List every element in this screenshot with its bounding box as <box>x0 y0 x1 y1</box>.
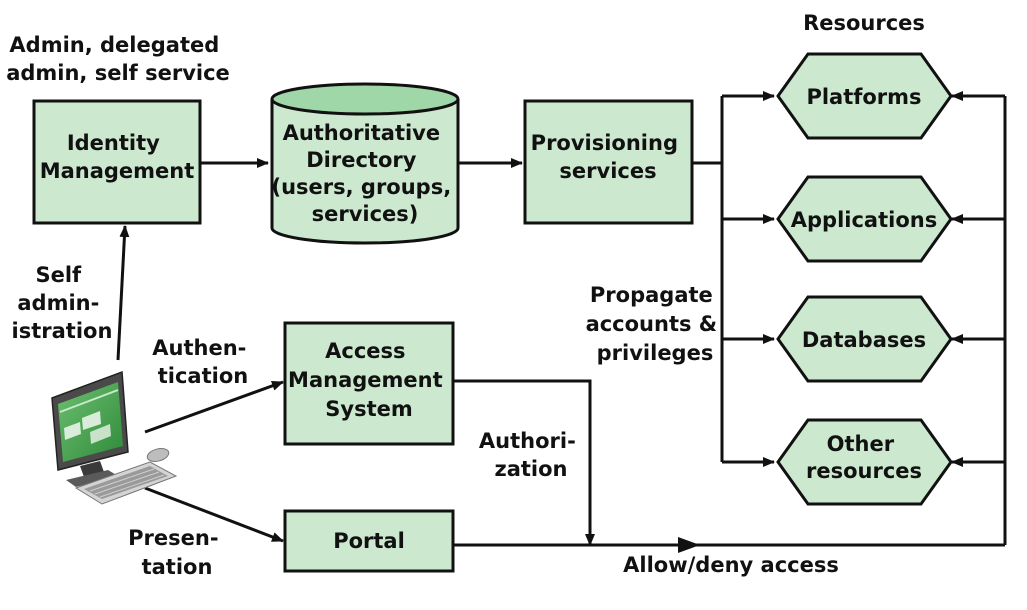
desktop-computer-icon <box>51 370 178 505</box>
node-access-management-line: Management <box>288 368 443 392</box>
node-identity-management: Identity Management <box>32 99 202 225</box>
edge-authorization <box>453 379 595 546</box>
authentication-label: Authen- tication <box>152 336 253 388</box>
svg-text:Databases: Databases <box>802 328 926 352</box>
allow-deny-label: Allow/deny access <box>623 553 839 577</box>
svg-text:Other resources: Other resources <box>806 432 922 483</box>
node-applications: Applications <box>776 175 953 263</box>
edge-computer-to-access-management <box>144 380 284 434</box>
resources-heading-text: Resources <box>803 11 925 35</box>
authorization-label: Authori- zation <box>479 429 583 481</box>
self-administration-label: Self admin- istration <box>12 263 113 343</box>
node-identity-management-line: Management <box>40 159 195 183</box>
edge-computer-to-portal <box>144 486 284 543</box>
admin-note-line: Admin, delegated <box>9 33 219 57</box>
authentication-line: Authen- <box>152 336 246 360</box>
authorization-line: zation <box>494 457 567 481</box>
authorization-line: Authori- <box>479 429 576 453</box>
node-other-resources-line: resources <box>806 459 922 483</box>
node-databases: Databases <box>776 295 953 383</box>
self-administration-line: Self <box>35 263 82 287</box>
svg-text:Applications: Applications <box>791 208 937 232</box>
admin-note-line: admin, self service <box>6 61 230 85</box>
node-directory-line: (users, groups, <box>271 175 451 199</box>
svg-text:Platforms: Platforms <box>806 85 921 109</box>
node-provisioning-line: Provisioning <box>531 131 678 155</box>
node-databases-label: Databases <box>802 328 926 352</box>
svg-text:Access Management: Access Management System <box>288 339 450 421</box>
allow-deny-text: Allow/deny access <box>623 553 839 577</box>
node-platforms-label: Platforms <box>806 85 921 109</box>
node-provisioning-services: Provisioning services <box>523 99 694 225</box>
propagate-label: Propagate accounts & privileges <box>586 283 725 365</box>
node-portal: Portal <box>283 509 455 573</box>
svg-text:Provisioning services: Provisioning services <box>531 131 686 183</box>
propagate-line: Propagate <box>590 283 713 307</box>
connectors <box>116 91 1007 553</box>
node-directory-line: Directory <box>306 148 416 172</box>
node-other-resources-line: Other <box>827 432 895 456</box>
node-access-management-line: System <box>325 397 412 421</box>
node-applications-label: Applications <box>791 208 937 232</box>
presentation-line: Presen- <box>128 526 218 550</box>
node-directory-line: Authoritative <box>283 121 441 145</box>
propagate-line: privileges <box>597 341 714 365</box>
edge-self-admin-to-identity <box>116 225 130 361</box>
node-authoritative-directory: Authoritative Directory (users, groups, … <box>270 82 460 245</box>
svg-text:Portal: Portal <box>333 529 405 553</box>
admin-note: Admin, delegated admin, self service <box>6 33 230 85</box>
node-identity-management-line: Identity <box>67 131 160 155</box>
propagate-line: accounts & <box>586 312 718 336</box>
node-provisioning-line: services <box>559 159 656 183</box>
svg-text:Authoritative Directory: Authoritative Directory (users, groups, … <box>271 121 458 226</box>
self-administration-line: admin- <box>17 291 99 315</box>
allow-deny-arrowhead <box>678 537 700 553</box>
self-administration-line: istration <box>12 319 113 343</box>
presentation-line: tation <box>142 555 213 579</box>
node-other-resources: Other resources <box>776 418 953 506</box>
node-access-management-line: Access <box>325 339 405 363</box>
presentation-label: Presen- tation <box>128 526 226 579</box>
node-portal-label: Portal <box>333 529 405 553</box>
node-directory-line: services) <box>312 202 419 226</box>
authentication-line: tication <box>158 364 248 388</box>
node-access-management-system: Access Management System <box>283 321 455 446</box>
resources-heading: Resources <box>803 11 925 35</box>
node-platforms: Platforms <box>776 52 953 140</box>
svg-text:Identity Management: Identity Management <box>40 131 195 183</box>
